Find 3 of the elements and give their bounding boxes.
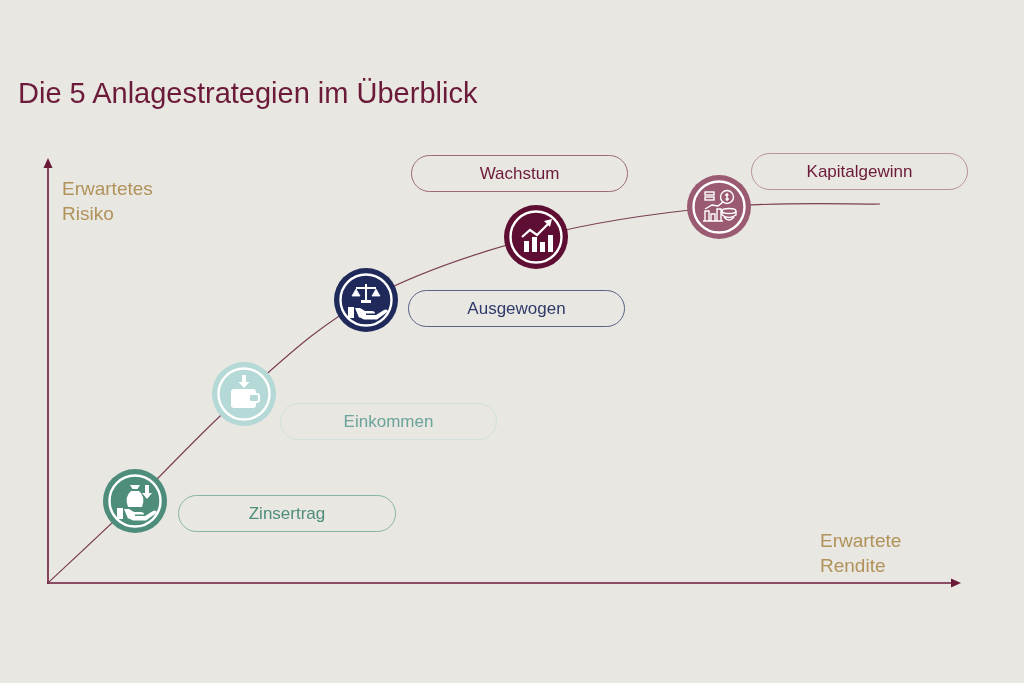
axis-label: Erwartete Rendite	[820, 529, 903, 578]
chart-title: Die 5 Anlagestrategien im Überblick	[18, 76, 478, 111]
axis-label: Erwartetes Risiko	[62, 177, 154, 226]
